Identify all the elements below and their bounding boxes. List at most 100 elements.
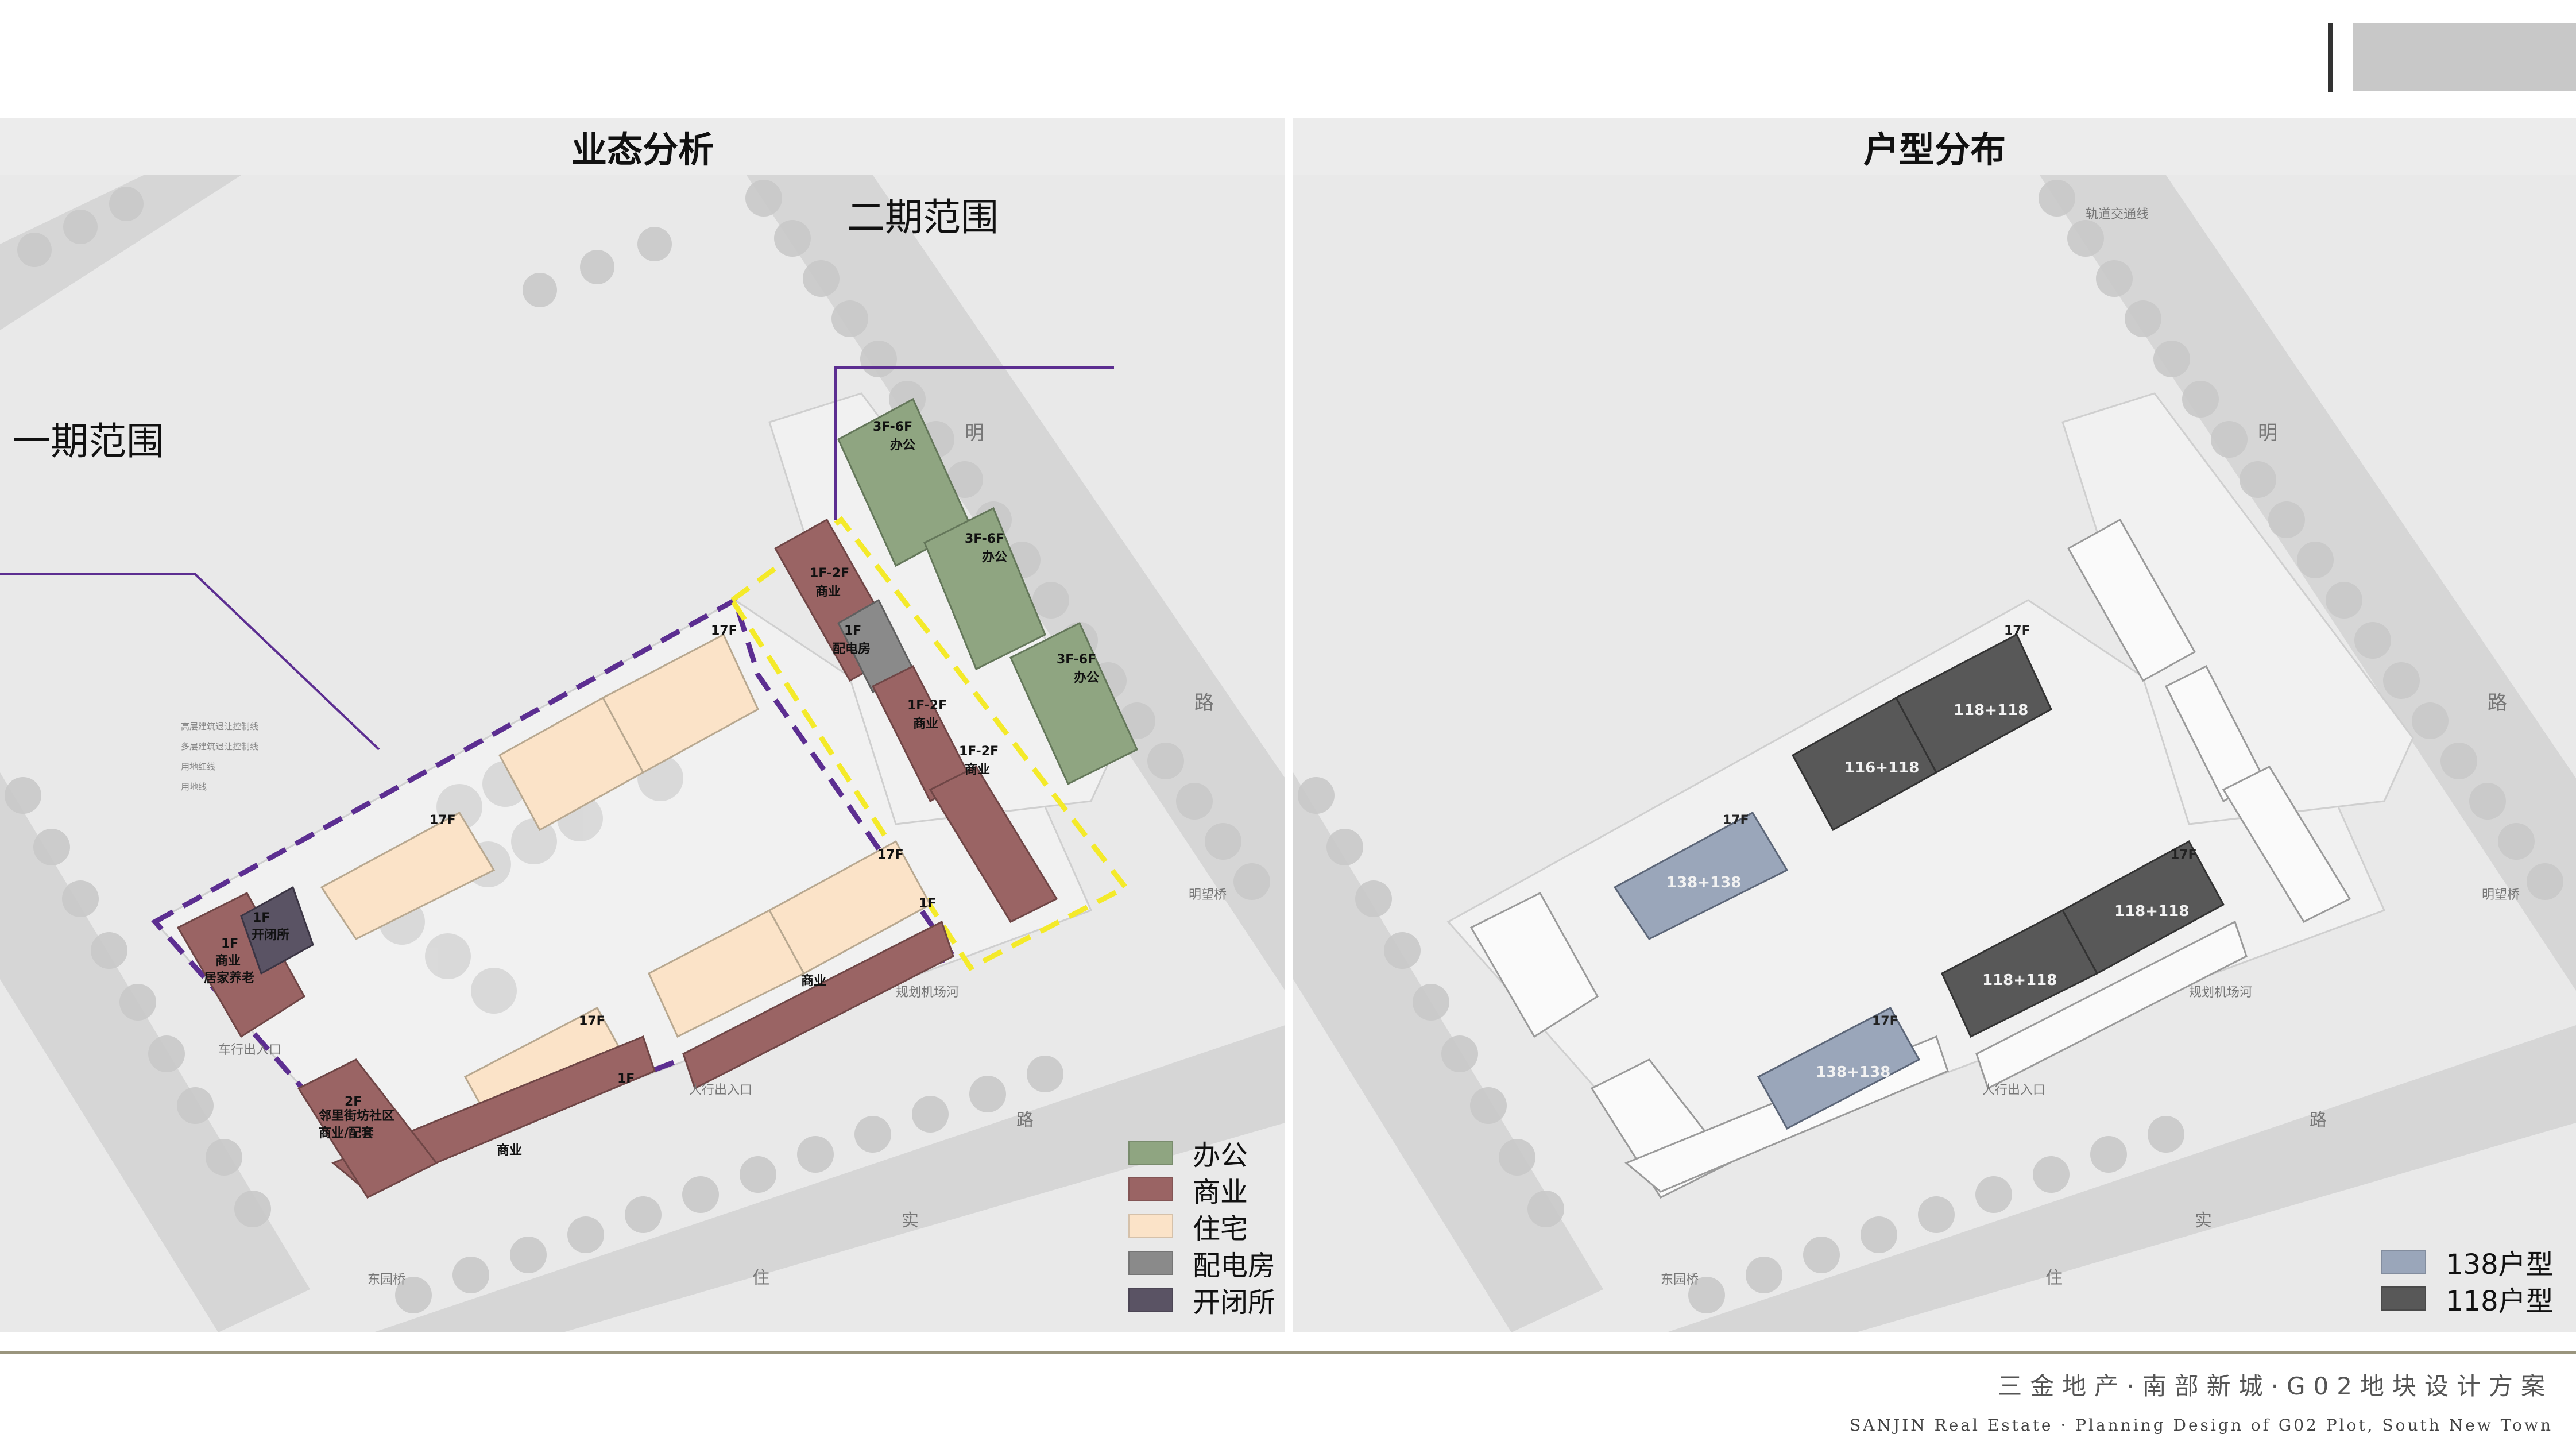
legend-office: 办公	[1128, 1134, 1275, 1172]
land-use-map: 17F 17F 17F 17F 1F-2F 商业 1F 配电房 1F-2F 商业…	[0, 175, 1285, 1332]
res2-floors: 17F	[430, 813, 456, 828]
com2-floors: 1F-2F	[907, 698, 947, 713]
header-divider	[2328, 23, 2333, 92]
rail-label: 轨道交通线	[2086, 207, 2149, 222]
office-3	[1009, 621, 1138, 786]
legend-138: 138户型	[2381, 1243, 2554, 1281]
off1-type: 办公	[890, 438, 915, 453]
com5-type: 商业	[497, 1143, 522, 1158]
unit-b-label: 118+118	[1954, 702, 2028, 719]
plan-road-label: 规划机场河	[896, 986, 959, 1000]
legend-118: 118户型	[2381, 1280, 2554, 1317]
legend-switch-label: 开闭所	[1193, 1286, 1276, 1319]
vehicle-entry-label: 车行出入口	[218, 1043, 281, 1057]
header-tab	[2353, 23, 2576, 91]
land-use-legend: 办公 商业 住宅 配电房 开闭所	[1128, 1134, 1276, 1319]
legend-commercial: 商业	[1128, 1171, 1275, 1208]
com2-type: 商业	[913, 716, 938, 731]
legend-138-swatch	[2381, 1250, 2426, 1274]
residential-3b	[768, 840, 932, 975]
legend-switch-swatch	[1128, 1288, 1173, 1312]
r-plan-road-label: 规划机场河	[2189, 986, 2252, 1000]
legend-commercial-label: 商业	[1193, 1176, 1248, 1208]
phase2-label: 二期范围	[847, 195, 999, 239]
off3-type: 办公	[1074, 671, 1099, 685]
pwr-type: 配电房	[833, 642, 871, 656]
com4-type: 商业	[801, 973, 826, 988]
footer-title-en: SANJIN Real Estate · Planning Design of …	[1850, 1416, 2553, 1435]
unit-c-label: 138+138	[1666, 874, 1741, 891]
legend-office-label: 办公	[1193, 1139, 1248, 1172]
off1-floors: 3F-6F	[873, 420, 912, 434]
unit-building-a-right	[1894, 633, 2052, 774]
mingwang-bridge-label: 明望桥	[1189, 888, 1227, 902]
res4-floors: 17F	[579, 1014, 605, 1029]
comc-extra: 居家养老	[204, 971, 254, 986]
comc-floors: 1F	[221, 937, 238, 951]
pwr-floors: 1F	[844, 624, 861, 638]
unit-f-floors: 17F	[1872, 1014, 1898, 1029]
legend-office-swatch	[1128, 1141, 1173, 1165]
com1-floors: 1F-2F	[810, 566, 849, 581]
legend-residential-label: 住宅	[1193, 1213, 1248, 1245]
control-line-4: 用地线	[181, 782, 207, 792]
unit-distribution-map: 116+118 118+118 138+138 118+118 118+118 …	[1293, 175, 2576, 1332]
unit-a-floors: 17F	[2004, 624, 2030, 638]
residential-1b	[601, 633, 759, 774]
unit-f-label: 138+138	[1816, 1064, 1890, 1081]
footer-divider	[0, 1351, 2576, 1354]
land-use-panel: 业态分析	[0, 118, 1285, 1332]
unit-e-label: 118+118	[2114, 903, 2189, 920]
commercial-p2-3	[929, 766, 1058, 923]
road-shi-label: 实	[902, 1211, 919, 1231]
sw-floors: 1F	[253, 911, 270, 925]
com3-floors: 1F-2F	[959, 744, 999, 759]
r-mingwang-bridge-label: 明望桥	[2482, 888, 2520, 902]
unit-d-label: 118+118	[1982, 972, 2057, 989]
r-road-lu2-label: 路	[2310, 1110, 2327, 1130]
legend-switch: 开闭所	[1128, 1281, 1276, 1319]
legend-118-swatch	[2381, 1286, 2426, 1311]
legend-power-swatch	[1128, 1251, 1173, 1275]
sw-type: 开闭所	[252, 928, 289, 942]
r-road-shi-label: 实	[2195, 1211, 2212, 1231]
r-road-zhu-label: 住	[2045, 1268, 2063, 1288]
r-road-lu-label: 路	[2488, 691, 2507, 714]
unit-building-e-right	[2061, 840, 2225, 975]
unit-c-floors: 17F	[1723, 813, 1749, 828]
office-2	[923, 507, 1046, 671]
off2-floors: 3F-6F	[965, 532, 1004, 546]
unit-building-f	[1757, 1006, 1921, 1130]
residential-2	[320, 811, 496, 940]
unit-distribution-title: 户型分布	[1863, 129, 2006, 171]
land-use-title: 业态分析	[571, 129, 714, 171]
com5-floors: 1F	[617, 1072, 635, 1086]
switch-station	[240, 886, 314, 975]
phase1-label: 一期范围	[13, 419, 164, 463]
r-road-ming-label: 明	[2258, 422, 2277, 445]
legend-residential-swatch	[1128, 1214, 1173, 1238]
legend-power-label: 配电房	[1193, 1250, 1276, 1282]
land-use-header: 业态分析	[0, 118, 1285, 175]
comc-type: 商业	[215, 953, 241, 968]
control-line-1: 高层建筑退让控制线	[181, 721, 258, 732]
road-lu-label: 路	[1194, 691, 1214, 714]
commercial-corner-d	[297, 1058, 438, 1199]
r-pedestrian-entry-label: 人行出入口	[1982, 1083, 2045, 1098]
unit-distribution-header: 户型分布	[1293, 118, 2576, 175]
commercial-corner-c	[176, 892, 305, 1038]
road-lu2-label: 路	[1016, 1110, 1034, 1130]
com1-type: 商业	[815, 584, 841, 599]
pedestrian-entry-label: 人行出入口	[689, 1083, 752, 1098]
unit-e-floors: 17F	[2171, 848, 2197, 862]
off2-type: 办公	[982, 550, 1007, 565]
road-ming-label: 明	[965, 422, 984, 445]
res1-floors: 17F	[711, 624, 737, 638]
legend-118-label: 118户型	[2446, 1285, 2554, 1317]
r-dongyuan-bridge-label: 东园桥	[1661, 1273, 1699, 1287]
control-line-3: 用地红线	[181, 762, 215, 772]
unit-distribution-panel: 户型分布	[1293, 118, 2576, 1332]
control-line-2: 多层建筑退让控制线	[181, 741, 258, 752]
comd-floors: 2F	[345, 1095, 362, 1109]
legend-commercial-swatch	[1128, 1177, 1173, 1201]
